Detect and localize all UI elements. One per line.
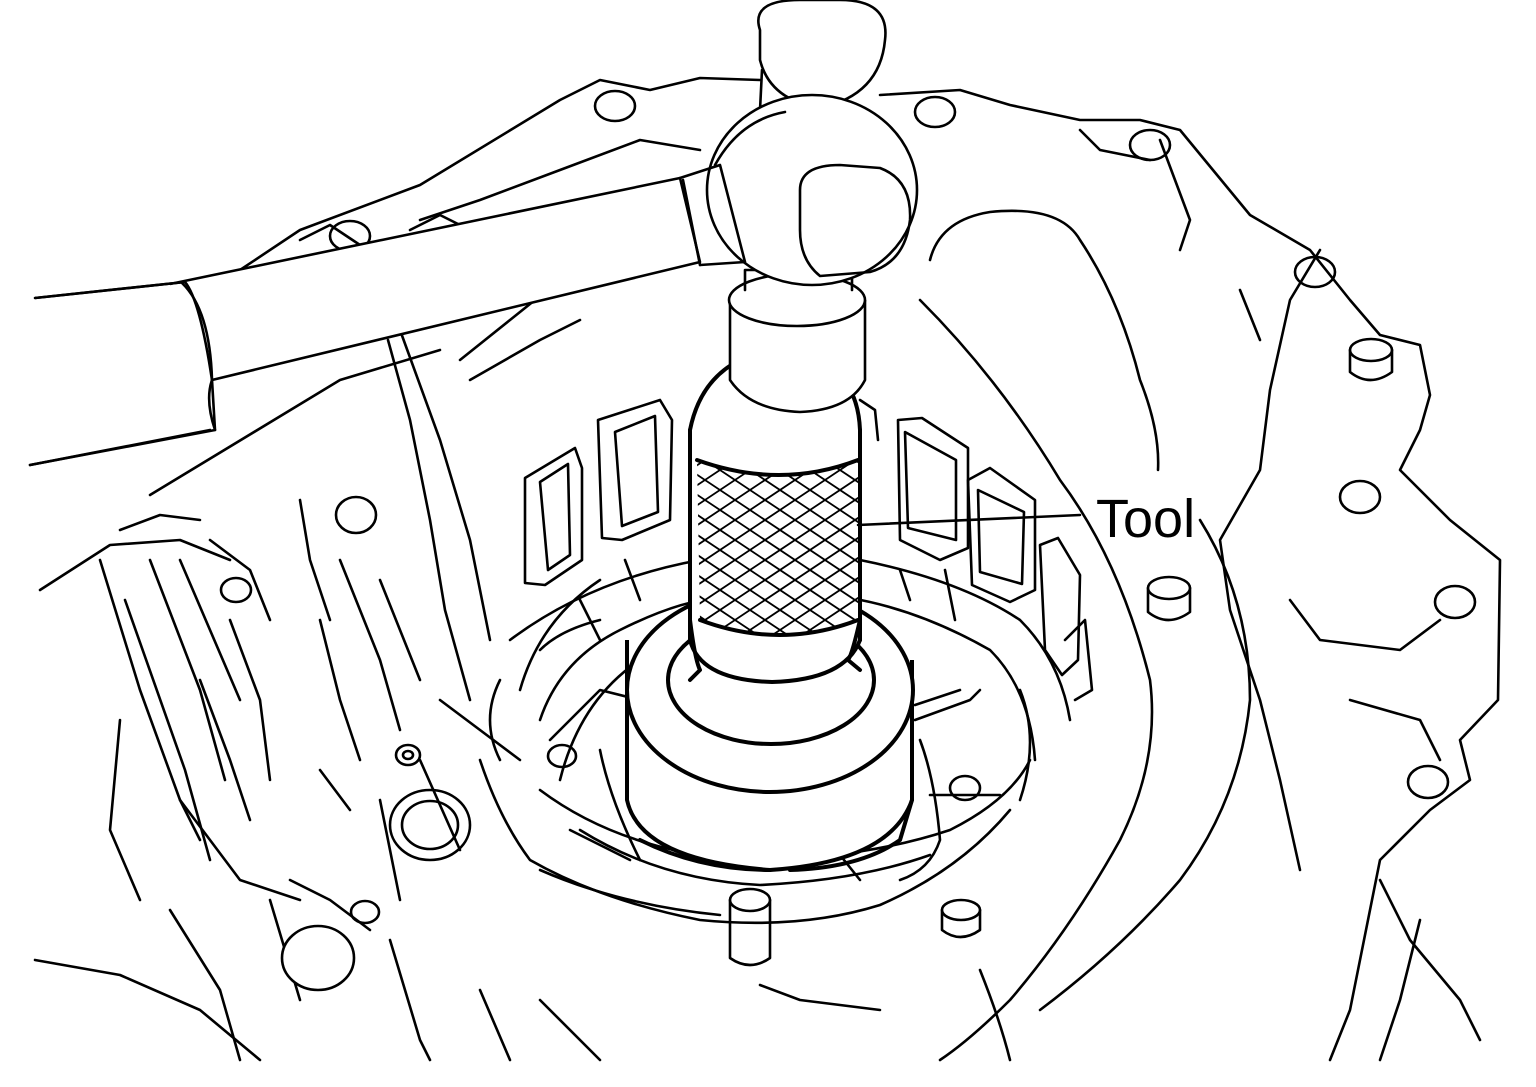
dowel-pins [728, 337, 1394, 967]
flange-bolt-holes [219, 89, 1477, 800]
tool-callout: Tool [856, 489, 1195, 549]
case-bore [478, 209, 1252, 1062]
callout-label: Tool [1096, 489, 1195, 549]
case-fittings [280, 743, 1002, 992]
case-housing [238, 76, 1502, 1062]
callout-leader-line [856, 513, 1082, 527]
tool-assembly [28, 0, 919, 872]
